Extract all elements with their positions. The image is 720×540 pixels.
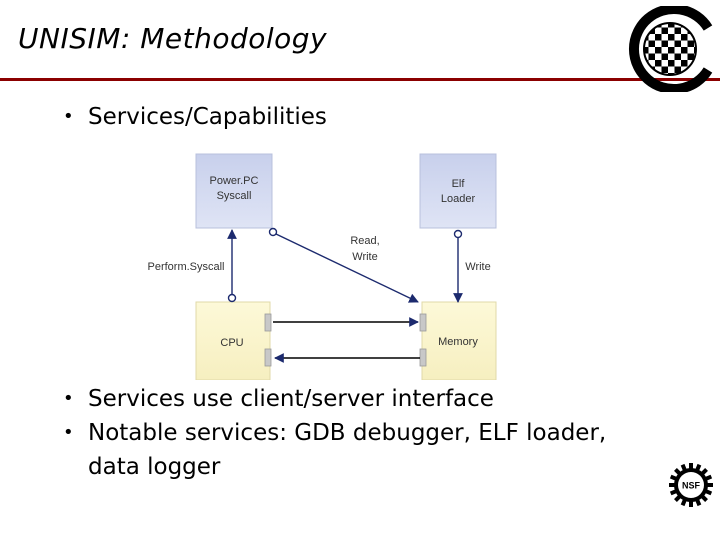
perform-syscall-label: Perform.Syscall — [147, 261, 224, 273]
memory-box — [421, 301, 497, 380]
loader-label: Loader — [441, 193, 476, 205]
syscall-label: Syscall — [217, 190, 252, 202]
top-bullet-list: Services/Capabilities — [55, 100, 327, 134]
elf-loader-box — [419, 153, 497, 229]
powerpc-syscall-box — [195, 153, 273, 229]
elf-write-label: Write — [465, 261, 490, 273]
services-diagram: Power.PC Syscall Elf Loader CPU Memory P… — [147, 153, 497, 380]
powerpc-read-write-port — [268, 227, 278, 237]
powerpc-label: Power.PC — [210, 175, 259, 187]
elf-write-port — [453, 229, 463, 239]
cpu-label: CPU — [220, 337, 243, 349]
c-logo: C — [628, 6, 713, 92]
page-title: UNISIM: Methodology — [18, 22, 328, 55]
title-divider — [0, 78, 720, 81]
nsf-logo-text: NSF — [682, 481, 701, 491]
cpu-box — [195, 301, 271, 380]
read-write-arrow — [275, 233, 419, 303]
memory-port-top — [419, 313, 427, 332]
bullet-client-server: Services use client/server interface — [55, 382, 608, 416]
memory-port-bottom — [419, 348, 427, 367]
read-label: Read, — [350, 235, 379, 247]
elf-label: Elf — [452, 178, 466, 190]
bottom-bullet-list: Services use client/server interface Not… — [55, 382, 608, 484]
cpu-port-bottom — [264, 348, 272, 367]
memory-label: Memory — [438, 336, 478, 348]
cpu-syscall-port — [227, 293, 237, 303]
nsf-gear-logo: NSF — [669, 463, 713, 507]
write-label: Write — [352, 251, 377, 263]
bullet-notable-services: Notable services: GDB debugger, ELF load… — [55, 416, 608, 484]
cpu-port-top — [264, 313, 272, 332]
bullet-services-capabilities: Services/Capabilities — [55, 100, 327, 134]
